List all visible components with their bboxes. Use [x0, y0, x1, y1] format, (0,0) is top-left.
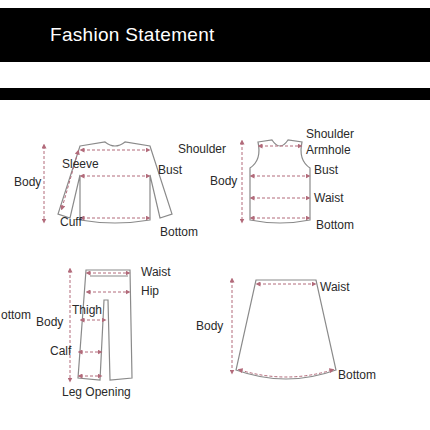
measure-label: Shoulder: [306, 128, 354, 141]
measure-label: Sleeve: [62, 158, 99, 171]
waist-measure: [252, 198, 308, 199]
thigh-measure: [82, 320, 104, 321]
measure-label: Body: [14, 176, 41, 189]
measure-label: Shoulder: [178, 143, 226, 156]
measure-label: Thigh: [72, 304, 102, 317]
shoulder-measure: [82, 150, 148, 151]
calf-measure: [80, 352, 100, 353]
measure-label: Bottom: [338, 369, 376, 382]
body-measure: [70, 270, 71, 380]
measure-label: Body: [196, 320, 223, 333]
bust-measure: [252, 176, 308, 177]
bottom-measure: [252, 218, 308, 219]
title-band: [0, 8, 430, 62]
measure-label: ottom: [1, 309, 31, 322]
measure-label: Body: [210, 175, 237, 188]
shirt-outline: [58, 142, 172, 223]
measure-label: Armhole: [306, 144, 351, 157]
measure-label: Leg Opening: [62, 386, 131, 399]
measure-label: Calf: [50, 345, 71, 358]
measure-label: Body: [36, 316, 63, 329]
measure-label: Cuff: [60, 216, 82, 229]
skirt-outline: [236, 280, 336, 379]
measure-label: Hip: [141, 285, 159, 298]
body-measure: [232, 280, 233, 372]
bust-measure: [82, 176, 148, 177]
measure-label: Bust: [314, 164, 338, 177]
vest-outline: [250, 140, 310, 223]
hip-measure: [88, 292, 128, 293]
measure-label: Waist: [141, 266, 171, 279]
measure-label: Waist: [314, 192, 344, 205]
page-title: Fashion Statement: [50, 24, 215, 46]
measure-label: Bottom: [316, 219, 354, 232]
measure-label: Bottom: [160, 226, 198, 239]
measure-label: Bust: [158, 164, 182, 177]
body-measure: [44, 146, 45, 221]
leg-opening-measure: [80, 376, 100, 377]
divider-bar: [0, 88, 430, 100]
body-measure: [242, 142, 243, 221]
waistband: [90, 275, 128, 276]
shoulder-measure: [260, 146, 300, 147]
bottom-measure: [82, 218, 148, 219]
pants-outline: [78, 270, 132, 380]
bottom-measure: [240, 370, 332, 377]
waist-measure: [88, 273, 128, 274]
waist-measure: [258, 284, 314, 285]
measure-label: Waist: [320, 281, 350, 294]
